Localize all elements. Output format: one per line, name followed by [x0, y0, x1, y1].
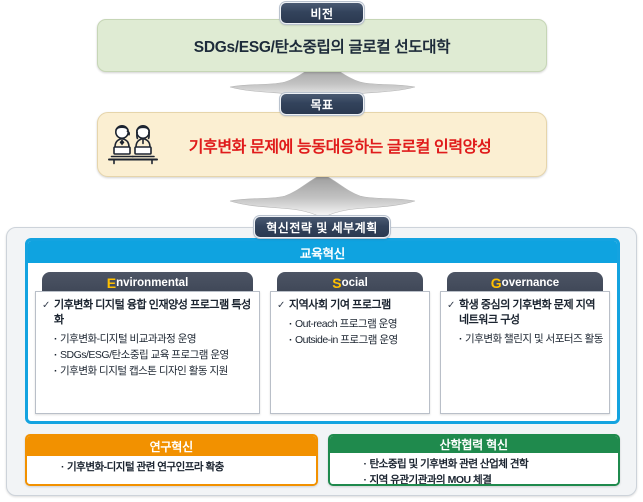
arrow-up-to-vision-icon [229, 62, 416, 102]
check-icon: ✓ [277, 300, 285, 311]
esg-rest-environmental: nvironmental [116, 276, 189, 289]
goal-box: 기후변화 문제에 능동대응하는 글로컬 인력양성 [97, 112, 547, 177]
esg-headline-governance: 학생 중심의 기후변화 문제 지역네트워크 구성 [458, 299, 596, 326]
esg-card-governance-body: ✓ 학생 중심의 기후변화 문제 지역네트워크 구성 기후변화 챌린지 및 서포… [440, 291, 610, 414]
industry-cooperation-header: 산학협력 혁신 [329, 436, 618, 453]
esg-headline-row: ✓ 기후변화 디지털 융합 인재양성 프로그램 특성화 [42, 298, 253, 328]
list-item: 기후변화-디지털 비교과과정 운영 [54, 331, 253, 347]
esg-cap-letter-e: E [106, 274, 117, 291]
industry-cooperation-body: 탄소중립 및 기후변화 관련 산업체 견학 지역 유관기관과의 MOU 체결 [329, 453, 619, 484]
goal-pill-label: 목표 [280, 93, 364, 115]
list-item: SDGs/ESG/탄소중립 교육 프로그램 운영 [54, 347, 253, 363]
research-innovation-items: 기후변화-디지털 관련 연구인프라 확충 [27, 460, 316, 476]
list-item: 탄소중립 및 기후변화 관련 산업체 견학 [364, 457, 619, 473]
arrow-up-to-goal-icon [229, 174, 416, 218]
research-innovation-header: 연구혁신 [27, 436, 316, 456]
vision-text: SDGs/ESG/탄소중립의 글로컬 선도대학 [193, 38, 451, 56]
list-item: Out-reach 프로그램 운영 [289, 316, 423, 332]
esg-cap-letter-g: G [490, 274, 502, 291]
goal-text: 기후변화 문제에 능동대응하는 글로컬 인력양성 [188, 138, 492, 156]
esg-items-environmental: 기후변화-디지털 비교과과정 운영 SDGs/ESG/탄소중립 교육 프로그램 … [54, 331, 253, 380]
esg-card-social-body: ✓ 지역사회 기여 프로그램 Out-reach 프로그램 운영 Outside… [270, 291, 430, 414]
industry-cooperation-box: 산학협력 혁신 탄소중립 및 기후변화 관련 산업체 견학 지역 유관기관과의 … [327, 434, 620, 486]
esg-cap-letter-s: S [332, 274, 342, 291]
bottom-box-row: 연구혁신 기후변화-디지털 관련 연구인프라 확충 산학협력 혁신 탄소중립 및… [25, 434, 620, 486]
esg-items-social: Out-reach 프로그램 운영 Outside-in 프로그램 운영 [289, 316, 423, 349]
esg-headline-social: 지역사회 기여 프로그램 [288, 299, 391, 311]
check-icon: ✓ [447, 300, 455, 311]
education-innovation-header: 교육혁신 [28, 241, 617, 263]
industry-cooperation-items: 탄소중립 및 기후변화 관련 산업체 견학 지역 유관기관과의 MOU 체결 [330, 457, 619, 484]
research-innovation-box: 연구혁신 기후변화-디지털 관련 연구인프라 확충 [25, 434, 318, 486]
list-item: Outside-in 프로그램 운영 [289, 332, 423, 348]
two-people-at-laptops-icon [98, 123, 168, 167]
list-item: 기후변화-디지털 관련 연구인프라 확충 [61, 460, 316, 476]
esg-headline-row: ✓ 학생 중심의 기후변화 문제 지역네트워크 구성 [447, 298, 603, 328]
list-item: 기후변화 디지털 캡스톤 디자인 활동 지원 [54, 363, 253, 379]
vision-box: SDGs/ESG/탄소중립의 글로컬 선도대학 [97, 19, 547, 72]
strategy-pill-label: 혁신전략 및 세부계획 [254, 216, 390, 238]
esg-items-governance: 기후변화 챌린지 및 서포터즈 활동 [459, 331, 603, 347]
list-item: 기후변화 챌린지 및 서포터즈 활동 [459, 331, 603, 347]
esg-headline-row: ✓ 지역사회 기여 프로그램 [277, 298, 423, 313]
list-item: 지역 유관기관과의 MOU 체결 [364, 473, 619, 484]
esg-rest-governance: overnance [501, 276, 560, 289]
esg-card-environmental-body: ✓ 기후변화 디지털 융합 인재양성 프로그램 특성화 기후변화-디지털 비교과… [35, 291, 260, 414]
esg-headline-environmental: 기후변화 디지털 융합 인재양성 프로그램 특성화 [53, 299, 251, 326]
vision-pill-label: 비전 [280, 2, 364, 24]
check-icon: ✓ [42, 300, 50, 311]
esg-rest-social: ocial [341, 276, 368, 289]
research-innovation-body: 기후변화-디지털 관련 연구인프라 확충 [27, 456, 316, 484]
